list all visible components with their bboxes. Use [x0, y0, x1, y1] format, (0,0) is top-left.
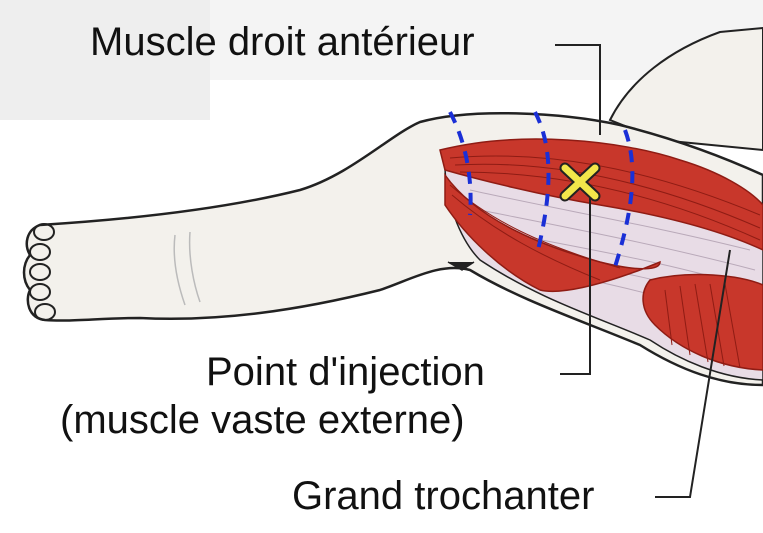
injection-point-label: Point d'injection — [206, 352, 485, 392]
rectus-femoris-label: Muscle droit antérieur — [90, 22, 475, 62]
greater-trochanter-label: Grand trochanter — [292, 476, 594, 516]
injection-point-sublabel: (muscle vaste externe) — [60, 400, 465, 440]
